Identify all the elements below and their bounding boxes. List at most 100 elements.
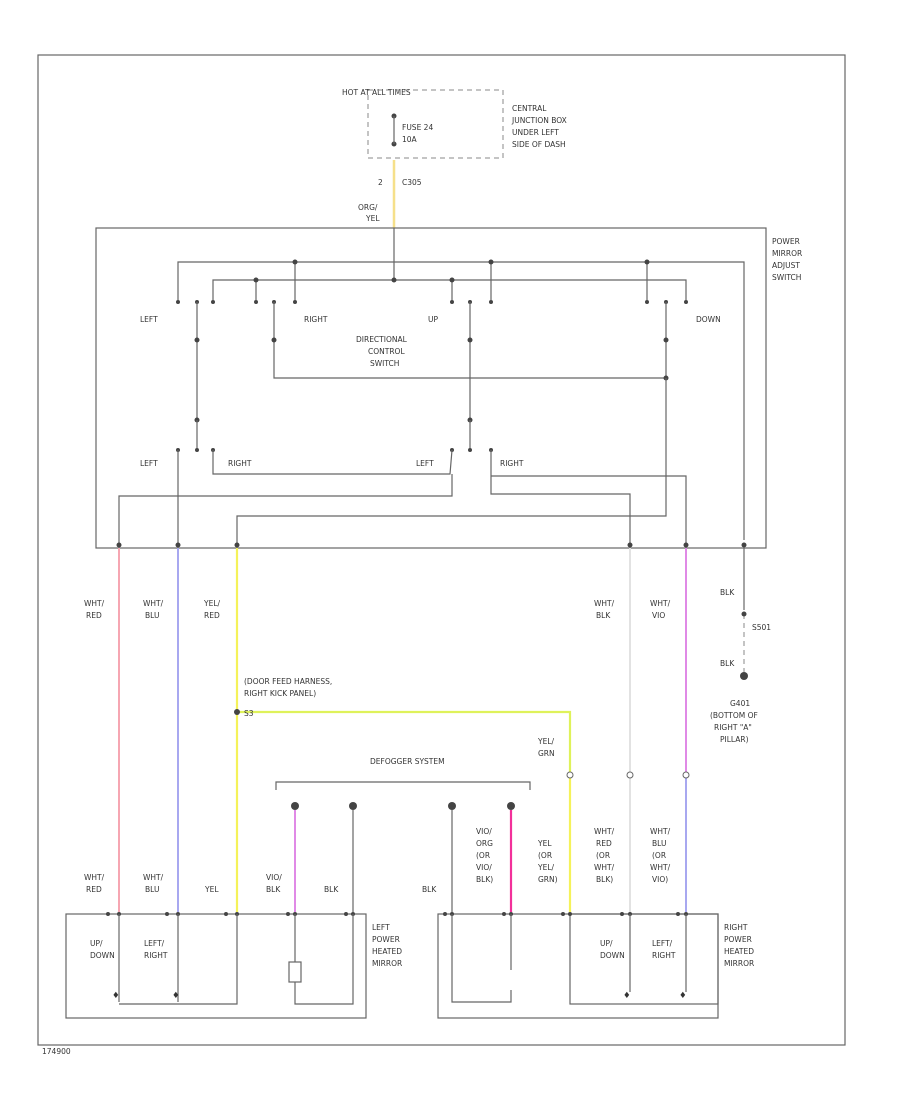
wire3-label-2: RED bbox=[204, 611, 220, 620]
directional-switch-wiring bbox=[116, 228, 747, 548]
ground-wire-label-2: BLK bbox=[720, 659, 735, 668]
rm-blk: BLK bbox=[422, 885, 437, 894]
lm-wire4-1: VIO/ bbox=[266, 873, 282, 882]
lm-updown-2: DOWN bbox=[90, 951, 115, 960]
svg-text:♦: ♦ bbox=[623, 991, 631, 1001]
rm-blu-3: (OR bbox=[652, 851, 666, 860]
fuse-block: HOT AT ALL TIMES FUSE 24 10A CENTRAL JUN… bbox=[342, 88, 567, 159]
lm-leftright-2: RIGHT bbox=[144, 951, 168, 960]
lm-leftright-1: LEFT/ bbox=[144, 939, 165, 948]
lm-wire1-2: RED bbox=[86, 885, 102, 894]
fuse-amp: 10A bbox=[402, 135, 418, 144]
rm-blu-5: VIO) bbox=[652, 875, 668, 884]
rm-blu-2: BLU bbox=[652, 839, 666, 848]
svg-text:♦: ♦ bbox=[172, 991, 180, 1001]
junction-line-2: JUNCTION BOX bbox=[511, 116, 567, 125]
directional-line-2: CONTROL bbox=[368, 347, 405, 356]
lm-name-4: MIRROR bbox=[372, 959, 402, 968]
rm-name-4: MIRROR bbox=[724, 959, 754, 968]
rm-red-5: BLK) bbox=[596, 875, 613, 884]
wire5-label-2: VIO bbox=[652, 611, 665, 620]
rm-leftright-1: LEFT/ bbox=[652, 939, 673, 948]
rm-yel-4: GRN) bbox=[538, 875, 558, 884]
wire4-label-1: WHT/ bbox=[594, 599, 615, 608]
ground-g401 bbox=[740, 548, 748, 680]
lm-updown-1: UP/ bbox=[90, 939, 103, 948]
harness-line-1: (DOOR FEED HARNESS, bbox=[244, 677, 332, 686]
wire2-label-2: BLU bbox=[145, 611, 159, 620]
rm-vio-4: VIO/ bbox=[476, 863, 492, 872]
rm-updown-2: DOWN bbox=[600, 951, 625, 960]
junction-line-1: CENTRAL bbox=[512, 104, 547, 113]
defogger-bracket bbox=[275, 781, 531, 790]
rm-vio-5: BLK) bbox=[476, 875, 493, 884]
switch-name-2: MIRROR bbox=[772, 249, 802, 258]
lm-name-3: HEATED bbox=[372, 947, 402, 956]
rm-vio-2: ORG bbox=[476, 839, 493, 848]
fuse-label: FUSE 24 bbox=[402, 123, 433, 132]
sel-left2-label: LEFT bbox=[416, 459, 434, 468]
lm-name-2: POWER bbox=[372, 935, 400, 944]
rm-yel-3: YEL/ bbox=[537, 863, 554, 872]
lm-wire1-1: WHT/ bbox=[84, 873, 105, 882]
right-mirror-inner bbox=[569, 913, 719, 1005]
dir-right-label: RIGHT bbox=[304, 315, 328, 324]
rm-blu-1: WHT/ bbox=[650, 827, 671, 836]
rm-red-4: WHT/ bbox=[594, 863, 615, 872]
junction-line-3: UNDER LEFT bbox=[512, 128, 559, 137]
defogger-label: DEFOGGER SYSTEM bbox=[370, 757, 445, 766]
wire2-label-1: WHT/ bbox=[143, 599, 164, 608]
rm-yel-1: YEL bbox=[537, 839, 552, 848]
feed-wire-label-1: ORG/ bbox=[358, 203, 378, 212]
g401-line-4: PILLAR) bbox=[720, 735, 749, 744]
rm-yel-2: (OR bbox=[538, 851, 552, 860]
rm-vio-3: (OR bbox=[476, 851, 490, 860]
dir-left-label: LEFT bbox=[140, 315, 158, 324]
defogger-connections bbox=[291, 802, 515, 810]
lm-wire4-2: BLK bbox=[266, 885, 281, 894]
rm-blu-4: WHT/ bbox=[650, 863, 671, 872]
switch-name-4: SWITCH bbox=[772, 273, 801, 282]
figure-code: 174900 bbox=[42, 1047, 71, 1056]
diagram-frame bbox=[37, 54, 846, 1046]
sel-right2-label: RIGHT bbox=[500, 459, 524, 468]
ground-wire-label: BLK bbox=[720, 588, 735, 597]
directional-line-3: SWITCH bbox=[370, 359, 399, 368]
left-mirror-internals: ♦ ♦ bbox=[106, 912, 355, 1005]
central-junction-box-outline bbox=[367, 89, 504, 159]
g401-line-1: G401 bbox=[730, 699, 750, 708]
right-mirror-internals: ♦ ♦ bbox=[443, 912, 688, 1003]
harness-pin: S3 bbox=[244, 709, 254, 718]
rm-red-2: RED bbox=[596, 839, 612, 848]
junction-line-4: SIDE OF DASH bbox=[512, 140, 566, 149]
g401-line-2: (BOTTOM OF bbox=[710, 711, 758, 720]
rm-red-1: WHT/ bbox=[594, 827, 615, 836]
yel-grn-label-2: GRN bbox=[538, 749, 555, 758]
left-power-heated-mirror bbox=[65, 913, 367, 1019]
wire4-label-2: BLK bbox=[596, 611, 611, 620]
hot-at-all-times-label: HOT AT ALL TIMES bbox=[342, 88, 411, 97]
dir-down-label: DOWN bbox=[696, 315, 721, 324]
connector-c305: C305 bbox=[402, 178, 422, 187]
wire1-label-2: RED bbox=[86, 611, 102, 620]
lm-wire2-1: WHT/ bbox=[143, 873, 164, 882]
power-mirror-adjust-switch bbox=[95, 227, 767, 549]
harness-line-2: RIGHT KICK PANEL) bbox=[244, 689, 316, 698]
dir-up-label: UP bbox=[428, 315, 438, 324]
switch-name-3: ADJUST bbox=[772, 261, 800, 270]
wire1-label-1: WHT/ bbox=[84, 599, 105, 608]
wire-yel-grn bbox=[237, 710, 572, 772]
wire5-label-1: WHT/ bbox=[650, 599, 671, 608]
yel-grn-label-1: YEL/ bbox=[537, 737, 554, 746]
svg-text:♦: ♦ bbox=[679, 991, 687, 1001]
splice-s501: S501 bbox=[752, 623, 771, 632]
g401-line-3: RIGHT "A" bbox=[714, 723, 752, 732]
rm-vio-1: VIO/ bbox=[476, 827, 492, 836]
lm-name-1: LEFT bbox=[372, 923, 390, 932]
switch-name-1: POWER bbox=[772, 237, 800, 246]
rm-name-3: HEATED bbox=[724, 947, 754, 956]
rm-red-3: (OR bbox=[596, 851, 610, 860]
wire3-label-1: YEL/ bbox=[203, 599, 220, 608]
sel-right1-label: RIGHT bbox=[228, 459, 252, 468]
